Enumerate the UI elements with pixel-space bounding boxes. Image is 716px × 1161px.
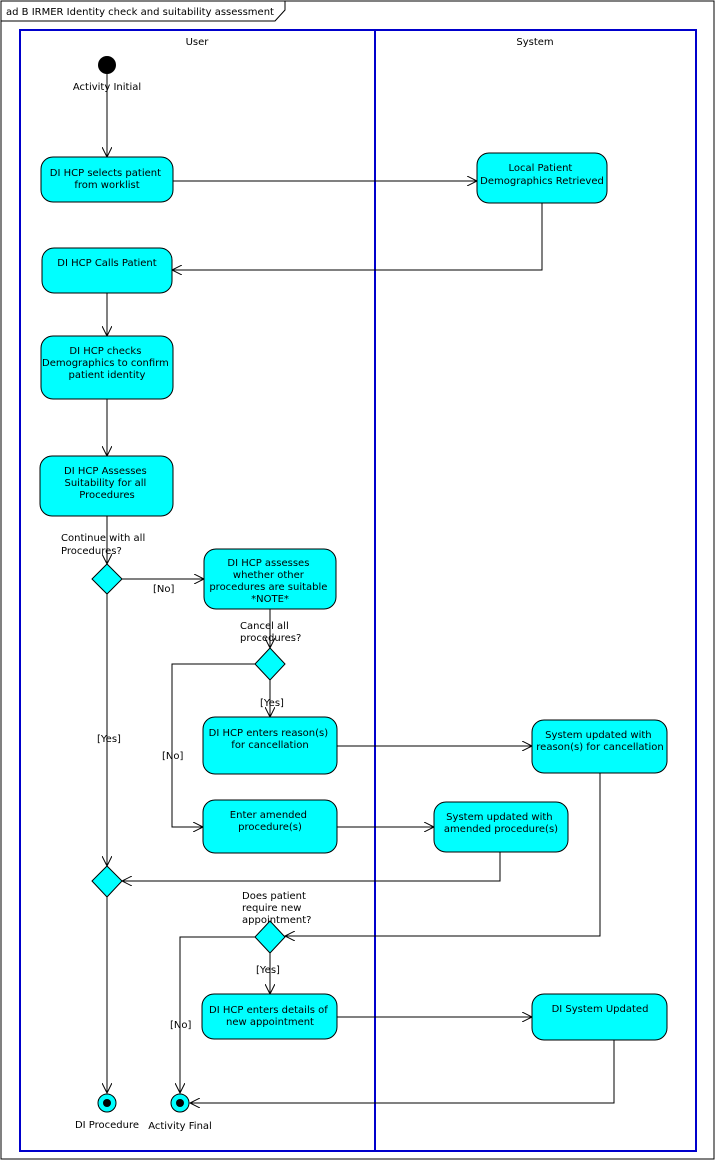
edge-retrieved-to-calls — [172, 203, 543, 270]
decision-cancel-label-line-2: procedures? — [240, 633, 301, 644]
decision-new-appointment-label-line-2: require new — [242, 903, 301, 914]
action-calls-patient — [41, 247, 173, 294]
guard-no-appointment: [No] — [170, 1020, 192, 1031]
action-checks-demographics — [40, 335, 174, 400]
guard-yes-appointment: [Yes] — [256, 965, 280, 976]
action-enter-amended-text: Enter amended procedure(s) — [230, 810, 310, 833]
decision-cancel — [254, 647, 286, 681]
action-calls-patient-text: DI HCP Calls Patient — [57, 258, 156, 269]
edge-sys-reason-to-appt-decision — [285, 773, 601, 936]
action-enters-reason — [202, 716, 338, 775]
labels: Continue with all Procedures? Cancel all… — [61, 533, 311, 1031]
guard-no-cancel: [No] — [162, 751, 184, 762]
action-enter-amended — [202, 799, 338, 854]
guard-yes-continue: [Yes] — [97, 734, 121, 745]
decision-continue-label-line-1: Continue with all — [61, 533, 145, 544]
action-calls-patient-line-1: DI HCP Calls Patient — [57, 258, 156, 269]
decision-continue-label: Continue with all Procedures? — [61, 533, 148, 557]
action-assesses-suitability-line-2: Suitability for all — [64, 478, 146, 489]
action-system-updated — [531, 993, 668, 1041]
edge-appt-decision-to-final — [180, 936, 255, 1093]
action-assesses-suitability — [39, 455, 174, 517]
merge-node — [91, 865, 123, 898]
action-demographics-retrieved — [476, 152, 608, 204]
action-enters-reason-line-1: DI HCP enters reason(s) — [209, 728, 329, 739]
final-node-di-procedure-inner — [103, 1099, 111, 1107]
final-node-activity-final-inner — [176, 1099, 184, 1107]
action-checks-demographics-line-2: Demographics to confirm — [42, 358, 169, 369]
edges — [107, 74, 615, 1103]
action-demographics-retrieved-text: Local Patient Demographics Retrieved — [480, 163, 604, 187]
action-system-amended-text: System updated with amended procedure(s) — [444, 812, 558, 835]
action-assesses-suitability-text: DI HCP Assesses Suitability for all Proc… — [64, 466, 150, 501]
decision-new-appointment-label-line-3: appointment? — [242, 915, 311, 926]
action-assesses-other — [203, 548, 337, 610]
action-enters-new-appointment-text: DI HCP enters details of new appointment — [209, 1005, 331, 1028]
initial-node-label: Activity Initial — [73, 82, 141, 93]
edge-sys-updated-to-final — [190, 1040, 615, 1103]
action-demographics-retrieved-line-1: Local Patient — [508, 163, 572, 174]
action-enter-amended-line-1: Enter amended — [230, 810, 307, 821]
nodes: Activity Initial DI HCP selects patient … — [39, 56, 668, 1132]
decision-continue — [91, 563, 123, 595]
action-system-amended-line-2: amended procedure(s) — [444, 824, 558, 835]
decision-new-appointment-label-line-1: Does patient — [242, 891, 306, 902]
action-system-reason-text: System updated with reason(s) for cancel… — [536, 730, 663, 753]
edge-cancel-to-amended — [171, 663, 255, 827]
decision-continue-label-line-2: Procedures? — [61, 546, 122, 557]
action-assesses-suitability-line-3: Procedures — [79, 490, 134, 501]
action-enters-new-appointment-line-1: DI HCP enters details of — [209, 1005, 328, 1016]
action-enters-new-appointment — [201, 993, 338, 1040]
action-system-reason — [531, 719, 668, 774]
action-selects-patient-line-1: DI HCP selects patient — [50, 168, 161, 179]
action-assesses-other-text: DI HCP assesses whether other procedures… — [209, 558, 330, 605]
action-checks-demographics-text: DI HCP checks Demographics to confirm pa… — [42, 346, 172, 381]
action-system-updated-line-1: DI System Updated — [552, 1004, 649, 1015]
guard-no-continue: [No] — [153, 584, 175, 595]
action-enters-reason-text: DI HCP enters reason(s) for cancellation — [209, 728, 332, 751]
action-enters-reason-line-2: for cancellation — [231, 740, 308, 751]
action-assesses-other-line-3: procedures are suitable — [209, 582, 327, 593]
action-selects-patient — [40, 156, 174, 203]
action-enter-amended-line-2: procedure(s) — [238, 822, 302, 833]
action-assesses-other-line-4: *NOTE* — [251, 594, 289, 605]
action-system-amended — [433, 801, 569, 853]
decision-cancel-label: Cancel all procedures? — [240, 621, 301, 644]
final-node-di-procedure-label: DI Procedure — [75, 1120, 139, 1131]
guard-yes-cancel: [Yes] — [260, 698, 284, 709]
lane-title-system: System — [516, 37, 553, 48]
action-assesses-other-line-1: DI HCP assesses — [227, 558, 309, 569]
action-checks-demographics-line-1: DI HCP checks — [69, 346, 141, 357]
action-system-updated-text: DI System Updated — [552, 1004, 649, 1015]
action-demographics-retrieved-line-2: Demographics Retrieved — [480, 176, 604, 187]
action-checks-demographics-line-3: patient identity — [69, 370, 146, 381]
decision-new-appointment — [254, 920, 286, 954]
swimlane-system — [374, 29, 697, 1152]
action-enters-new-appointment-line-2: new appointment — [226, 1017, 314, 1028]
lane-title-user: User — [186, 37, 210, 48]
action-system-amended-line-1: System updated with — [446, 812, 552, 823]
decision-cancel-label-line-1: Cancel all — [240, 621, 289, 632]
frame-title: ad B IRMER Identity check and suitabilit… — [6, 7, 274, 18]
action-system-reason-line-1: System updated with — [545, 730, 651, 741]
final-node-activity-final-label: Activity Final — [148, 1121, 212, 1132]
decision-new-appointment-label: Does patient require new appointment? — [242, 891, 311, 926]
action-selects-patient-text: DI HCP selects patient from worklist — [50, 168, 164, 191]
action-assesses-suitability-line-1: DI HCP Assesses — [64, 466, 147, 477]
action-system-reason-line-2: reason(s) for cancellation — [536, 742, 663, 753]
frame-title-tab — [0, 0, 286, 22]
edge-sys-amended-to-merge — [122, 852, 501, 881]
initial-node — [98, 56, 116, 74]
action-assesses-other-line-2: whether other — [233, 570, 305, 581]
action-selects-patient-line-2: from worklist — [74, 180, 139, 191]
